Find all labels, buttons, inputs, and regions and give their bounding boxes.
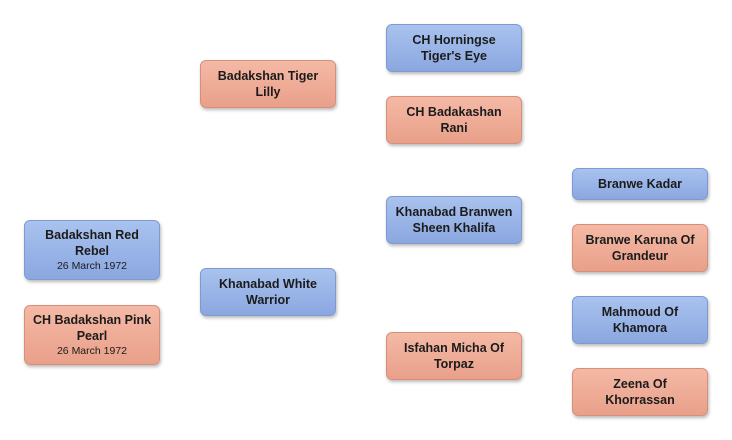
node-date: 26 March 1972 bbox=[56, 345, 128, 357]
node-name: Isfahan Micha Of Torpaz bbox=[403, 341, 505, 371]
node-name: Badakshan Red Rebel bbox=[45, 228, 139, 258]
pedigree-node-ss-sire[interactable]: Branwe Kadar bbox=[572, 168, 708, 200]
node-name: Branwe Kadar bbox=[597, 177, 683, 191]
node-name: Badakshan Tiger Lilly bbox=[217, 69, 319, 99]
node-name: Mahmoud Of Khamora bbox=[601, 305, 679, 335]
node-name: Branwe Karuna Of Grandeur bbox=[585, 233, 695, 263]
pedigree-node-sire[interactable]: Khanabad White Warrior bbox=[200, 268, 336, 316]
pedigree-node-sd-sire[interactable]: Mahmoud Of Khamora bbox=[572, 296, 708, 344]
node-name: CH Badakashan Rani bbox=[406, 105, 502, 135]
pedigree-node-subject-2[interactable]: CH Badakshan Pink Pearl 26 March 1972 bbox=[24, 305, 160, 365]
node-name: Zeena Of Khorrassan bbox=[605, 377, 675, 407]
node-name: CH Badakshan Pink Pearl bbox=[32, 313, 152, 343]
pedigree-node-sire-dam[interactable]: Isfahan Micha Of Torpaz bbox=[386, 332, 522, 380]
pedigree-node-dam-sire[interactable]: CH Horningse Tiger's Eye bbox=[386, 24, 522, 72]
pedigree-node-sire-sire[interactable]: Khanabad Branwen Sheen Khalifa bbox=[386, 196, 522, 244]
pedigree-node-dam[interactable]: Badakshan Tiger Lilly bbox=[200, 60, 336, 108]
pedigree-node-dam-dam[interactable]: CH Badakashan Rani bbox=[386, 96, 522, 144]
node-name: Khanabad Branwen Sheen Khalifa bbox=[395, 205, 513, 235]
pedigree-node-subject-1[interactable]: Badakshan Red Rebel 26 March 1972 bbox=[24, 220, 160, 280]
pedigree-node-ss-dam[interactable]: Branwe Karuna Of Grandeur bbox=[572, 224, 708, 272]
node-date: 26 March 1972 bbox=[56, 260, 128, 272]
pedigree-node-sd-dam[interactable]: Zeena Of Khorrassan bbox=[572, 368, 708, 416]
node-name: CH Horningse Tiger's Eye bbox=[412, 33, 496, 63]
node-name: Khanabad White Warrior bbox=[219, 277, 317, 307]
